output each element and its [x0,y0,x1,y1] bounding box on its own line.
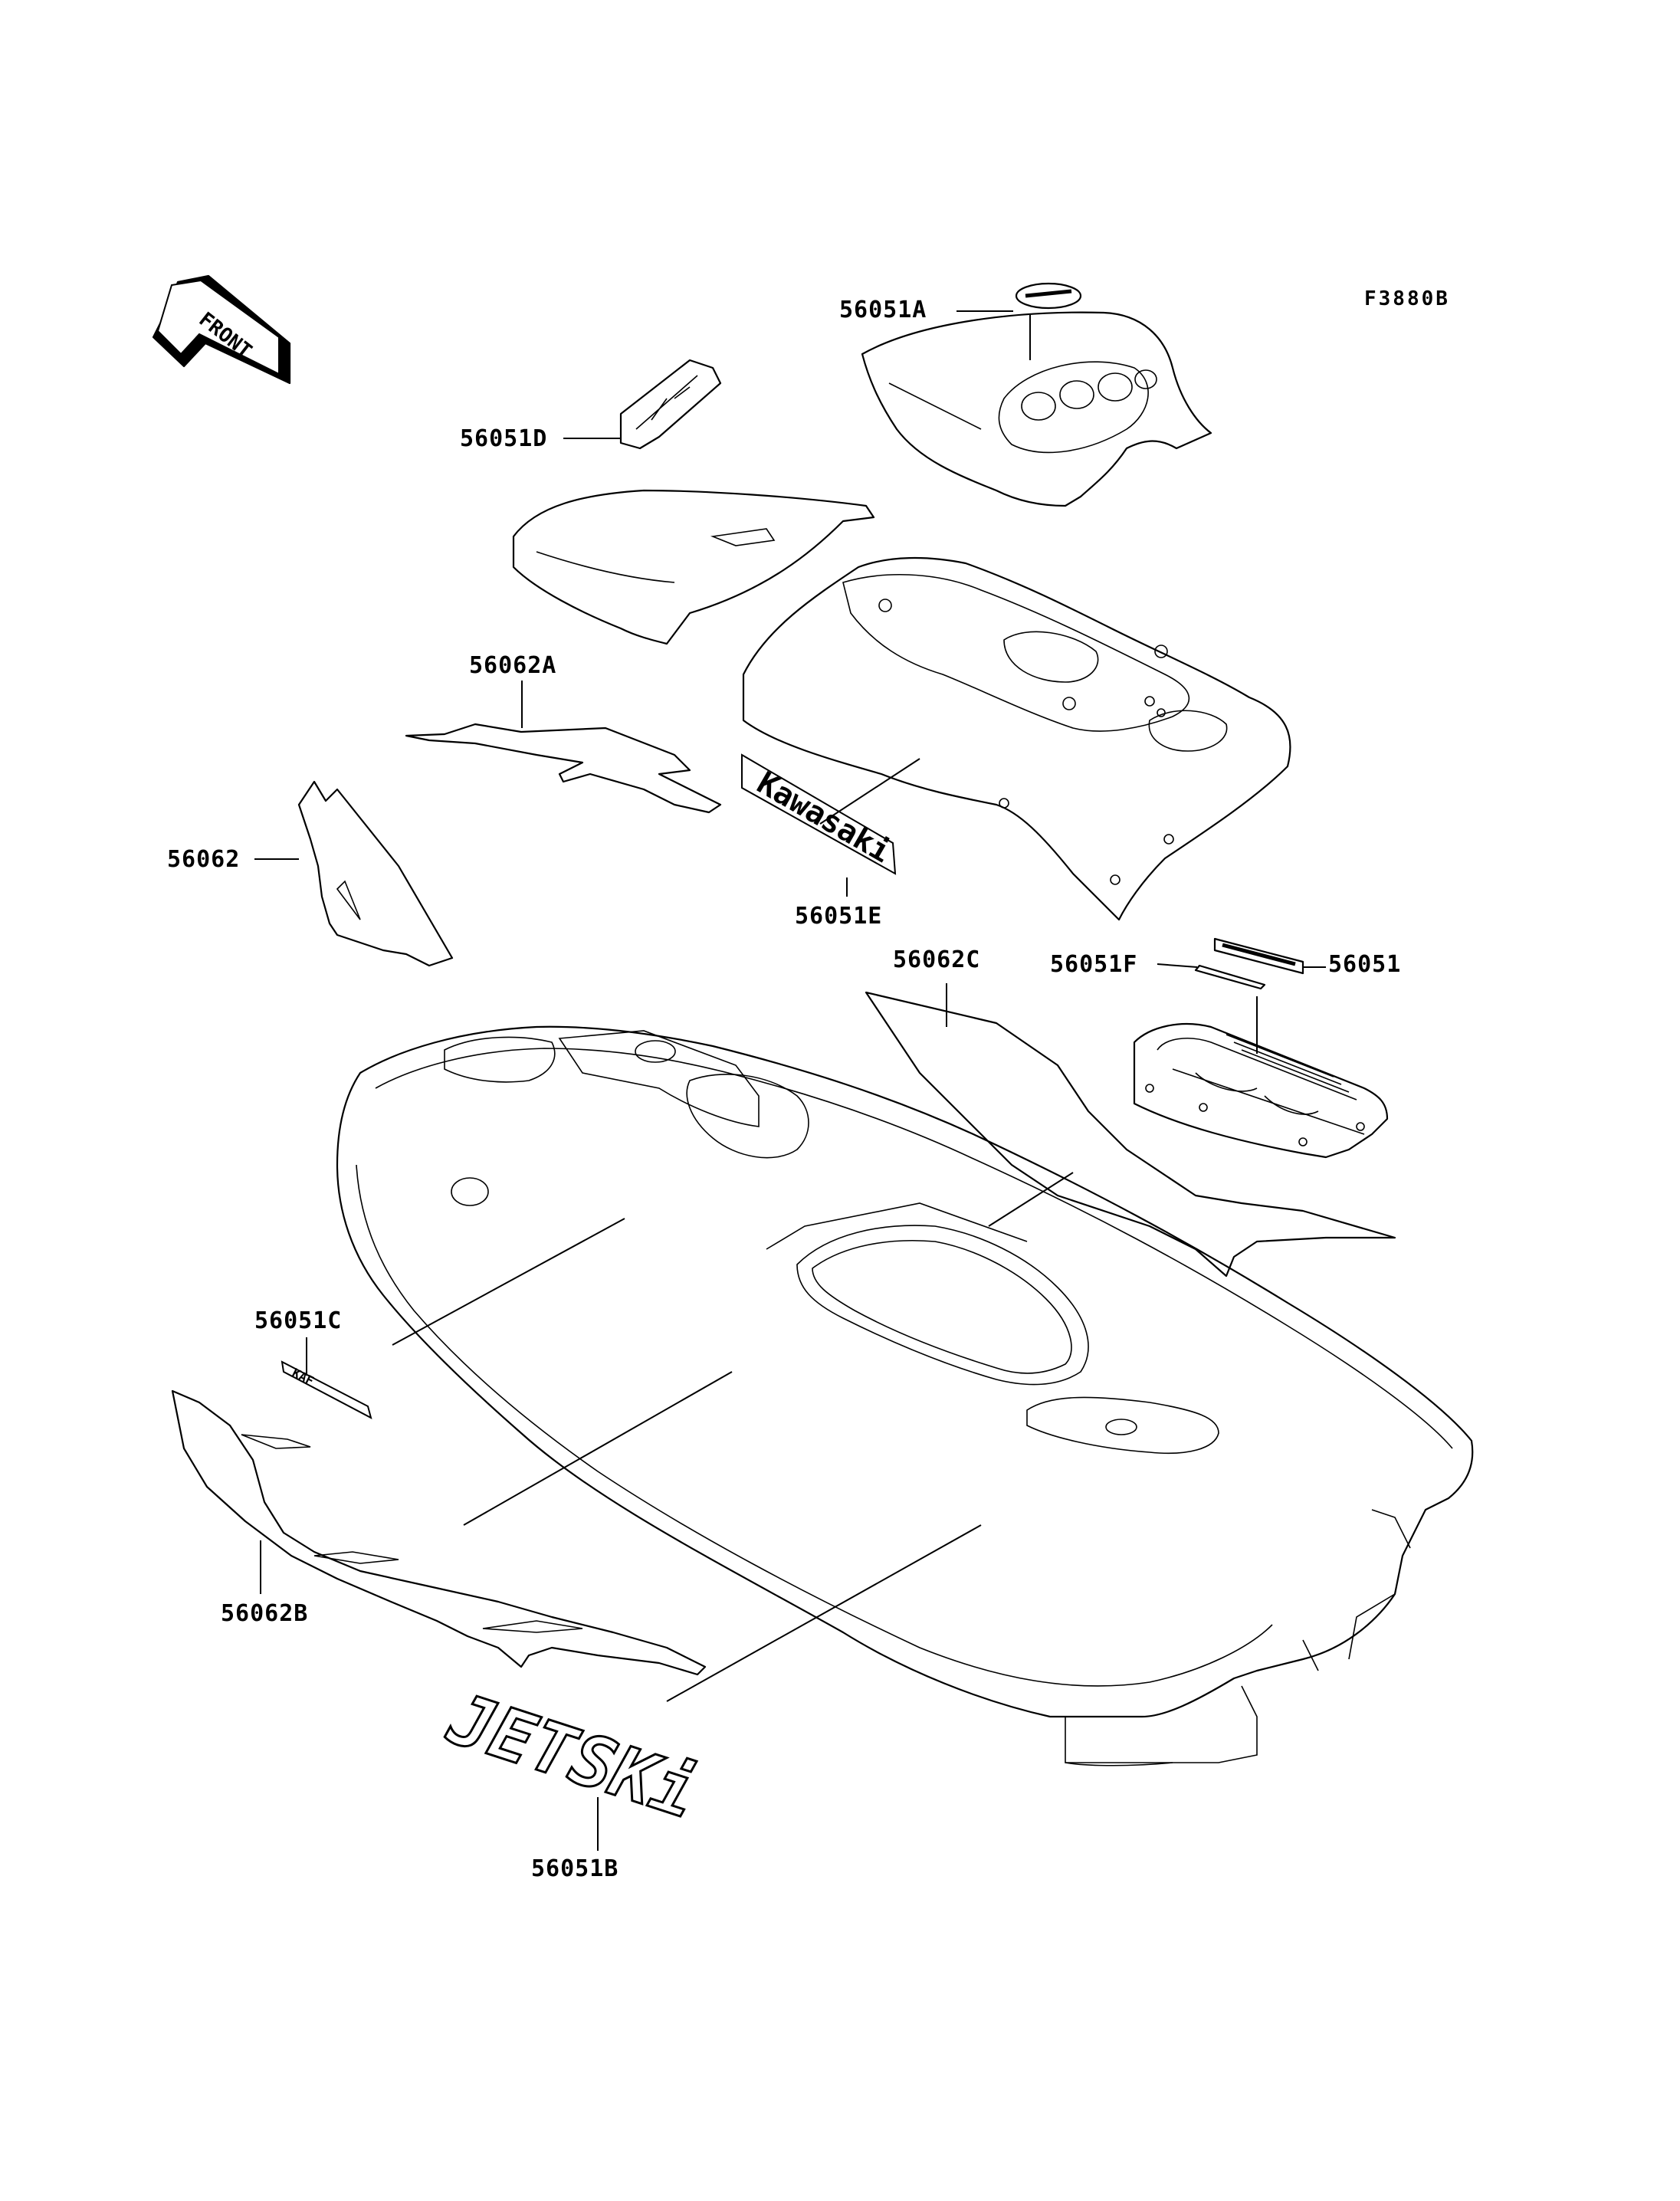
stripe-decal-56062a [405,723,722,814]
stripe-decal-56062b [171,1389,707,1676]
part-labels: 56051A 56051D 56062A 56062 56051E 56062C… [167,297,1401,1882]
kawasaki-decal: Kawasaki [741,753,897,875]
stripe-decal-56062 [297,780,454,967]
label-56062c: 56062C [893,946,980,973]
figure-code: F3880B [1364,287,1450,310]
stripe-decal-56062c [865,991,1396,1278]
emblem-56051f [1194,964,1266,990]
label-56062: 56062 [167,846,240,873]
console-box [1133,1022,1389,1159]
kawasaki-decal-text: Kawasaki [751,766,897,870]
label-56051: 56051 [1328,951,1401,978]
label-56051e: 56051E [795,903,882,930]
handlebar-cover [861,311,1212,507]
front-arrow-icon: FRONT [152,274,291,385]
emblem-56051 [1213,937,1304,975]
label-56051a: 56051A [839,297,927,323]
leader-lines [254,310,1326,1851]
label-56051c: 56051C [254,1307,342,1334]
emblem-56051d [619,359,722,450]
label-56051d: 56051D [460,425,547,452]
label-56062a: 56062A [469,652,556,679]
emblem-56051c: KAF [281,1360,372,1419]
main-hull [336,1025,1474,1766]
label-56051b: 56051B [531,1855,619,1882]
deck-cover [742,556,1291,921]
emblem-56051a [1015,282,1082,310]
front-hood [512,489,875,645]
label-56062b: 56062B [221,1600,308,1627]
label-56051f: 56051F [1050,951,1137,978]
